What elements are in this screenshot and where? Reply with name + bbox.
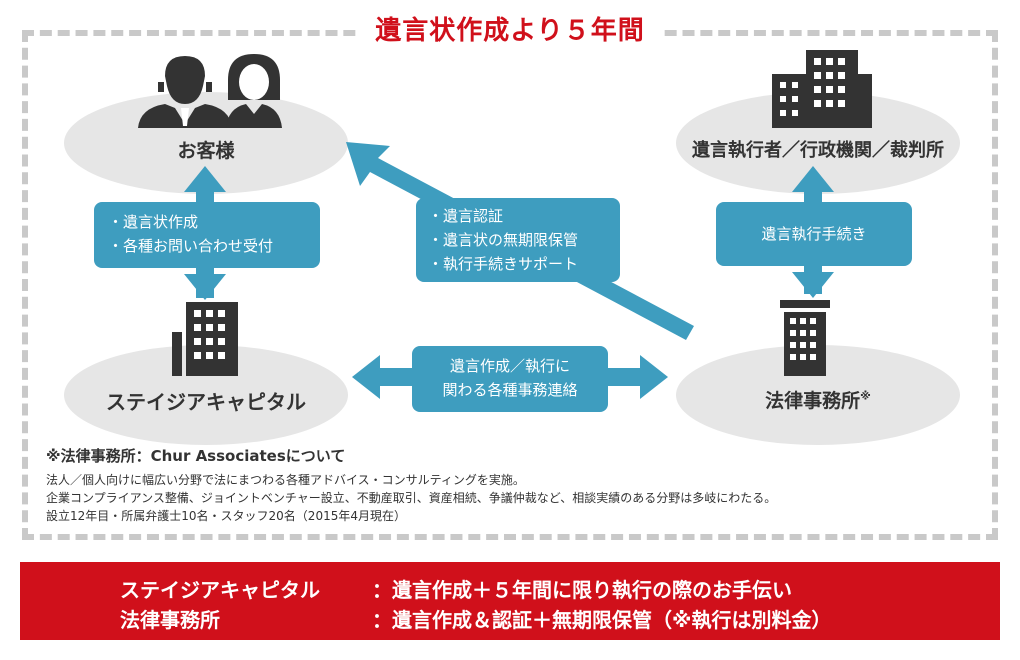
summary-name: 法律事務所 xyxy=(120,608,220,632)
lawfirm-label: 法律事務所 xyxy=(765,390,861,412)
callout-capital-lawfirm: 遺言作成／執行に 関わる各種事務連絡 xyxy=(412,346,608,412)
authorities-label: 遺言執行者／行政機関／裁判所 xyxy=(692,140,944,161)
summary-text: 遺言作成＆認証＋無期限保管（※執行は別料金） xyxy=(392,608,832,632)
capital-label: ステイジアキャピタル xyxy=(106,390,306,414)
callout-line: ・執行手続きサポート xyxy=(428,255,579,273)
man-icon xyxy=(138,56,232,128)
callout-authorities-lawfirm: 遺言執行手続き xyxy=(716,202,912,266)
callout-line: 遺言執行手続き xyxy=(761,225,867,243)
summary-bar: ステイジアキャピタル ：遺言作成＋５年間に限り執行の際のお手伝い 法律事務所 ：遺言… xyxy=(20,562,1000,640)
summary-sep: ： xyxy=(372,578,392,602)
callout-line: ・遺言状作成 xyxy=(108,213,199,231)
summary-name: ステイジアキャピタル xyxy=(120,578,320,602)
callout-line: ・各種お問い合わせ受付 xyxy=(108,237,274,255)
callout-line: ・遺言認証 xyxy=(428,207,504,225)
summary-row: ステイジアキャピタル ：遺言作成＋５年間に限り執行の際のお手伝い xyxy=(120,574,792,603)
callout-client-lawfirm: ・遺言認証 ・遺言状の無期限保管 ・執行手続きサポート xyxy=(416,198,620,282)
callout-client-capital: ・遺言状作成 ・各種お問い合わせ受付 xyxy=(94,202,320,268)
summary-row: 法律事務所 ：遺言作成＆認証＋無期限保管（※執行は別料金） xyxy=(120,604,831,633)
building-icon xyxy=(772,50,872,128)
note-line: 法人／個人向けに幅広い分野で法にまつわる各種アドバイス・コンサルティングを実施。 xyxy=(46,473,525,487)
callout-line: 関わる各種事務連絡 xyxy=(442,381,578,399)
note-line: 企業コンプライアンス整備、ジョイントベンチャー設立、不動産取引、資産相続、争議仲… xyxy=(46,491,777,505)
lawfirm-label-wrap: 法律事務所※ xyxy=(676,386,960,413)
lawfirm-building-icon xyxy=(780,300,830,376)
lawfirm-note-mark: ※ xyxy=(860,389,871,403)
summary-text: 遺言作成＋５年間に限り執行の際のお手伝い xyxy=(392,578,792,602)
callout-line: ・遺言状の無期限保管 xyxy=(428,231,579,249)
office-building-icon xyxy=(172,302,238,376)
client-label: お客様 xyxy=(177,140,235,162)
note-title: ※法律事務所：Chur Associatesについて xyxy=(46,447,346,465)
diagram-title: 遺言状作成より５年間 xyxy=(0,10,1020,47)
note-line: 設立12年目・所属弁護士10名・スタッフ20名（2015年4月現在） xyxy=(46,509,406,523)
woman-icon xyxy=(226,54,282,128)
callout-line: 遺言作成／執行に xyxy=(449,357,570,375)
summary-sep: ： xyxy=(372,608,392,632)
